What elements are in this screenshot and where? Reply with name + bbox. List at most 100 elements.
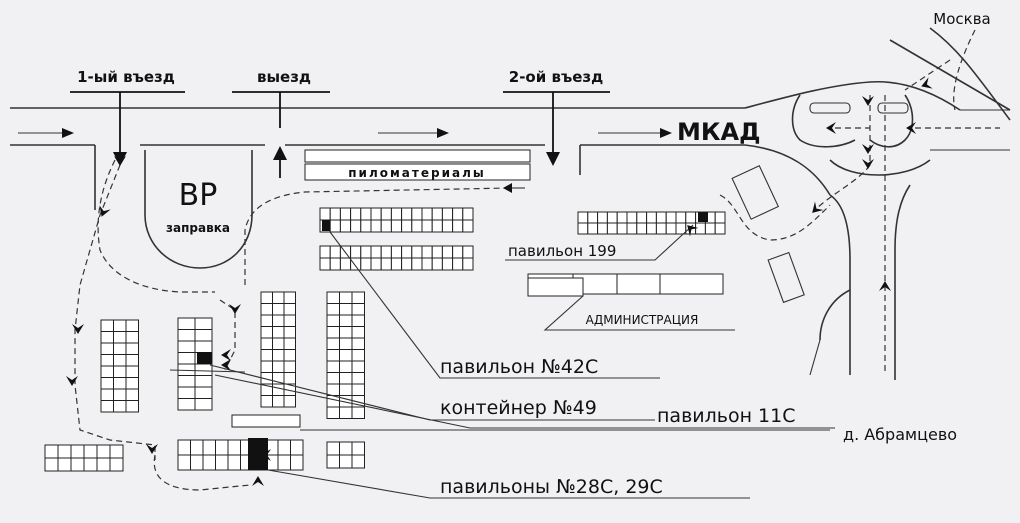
mkad-road	[10, 81, 871, 210]
pavilion-cell	[616, 222, 628, 235]
pavilion-cell	[125, 400, 139, 413]
pavilion-cell	[194, 329, 213, 342]
pavilion-cell	[351, 326, 365, 339]
pavilion-cell	[339, 349, 353, 362]
pavilion-cell	[339, 219, 352, 233]
pavilion-cell	[125, 319, 139, 332]
pavilion-199-marker[interactable]	[698, 212, 708, 222]
pavilion-cell	[227, 439, 241, 456]
pavilion-cell	[70, 444, 85, 459]
pavilion-cell	[329, 207, 341, 221]
pavilion-cell	[351, 291, 365, 304]
pavilion-42c-marker[interactable]	[322, 220, 330, 231]
pavilion-cell	[441, 207, 454, 221]
pavilion-cell	[431, 219, 443, 233]
pavilion-cell	[125, 365, 139, 378]
pavilion-row-bottom-b	[177, 439, 304, 471]
pavilion-cell	[177, 317, 196, 330]
pavilion-cell	[452, 207, 464, 221]
pavilion-cell	[329, 219, 341, 233]
pavilion-cell	[411, 257, 423, 271]
pavilion-cell	[100, 331, 114, 344]
pavilion-cell	[339, 326, 353, 339]
pavilion-cell	[441, 219, 454, 233]
pavilions-28c-29c-marker[interactable]	[248, 438, 268, 470]
chevron-icon	[879, 281, 891, 291]
chevron-icon	[229, 304, 241, 314]
pavilion-cell	[452, 245, 464, 259]
pavilion-cell	[695, 222, 706, 235]
pavilion-cell	[272, 314, 285, 327]
pavilion-cell	[100, 400, 114, 413]
pavilion-cell	[339, 360, 353, 373]
pavilion-cell	[597, 211, 608, 224]
pavilion-cell	[215, 439, 229, 456]
pavilion-cell	[283, 337, 296, 350]
pavilion-cell	[360, 245, 372, 259]
pavilion-cell	[83, 457, 98, 472]
pavilion-cell	[339, 441, 353, 456]
pavilion-cell	[339, 337, 353, 350]
pavilion-cell	[351, 349, 365, 362]
gas-station-label: заправка	[166, 221, 230, 235]
pavilion-cell	[655, 222, 667, 235]
pavilion-cell	[370, 257, 382, 271]
pavilion-cell	[272, 395, 285, 408]
pavilion-11c-marker[interactable]	[197, 352, 212, 364]
pavilion-cell	[431, 207, 443, 221]
pavilion-cell	[326, 372, 340, 385]
chevron-icon	[99, 205, 111, 217]
pavilion-cell	[675, 211, 687, 224]
pavilion-cell	[326, 454, 340, 469]
pavilion-cell	[260, 303, 273, 316]
chevron-icon	[826, 122, 836, 134]
chevron-icon	[146, 444, 158, 454]
pavilion-cell	[452, 219, 464, 233]
interchange	[731, 27, 1011, 380]
pavilion-cell	[360, 219, 372, 233]
pavilion-cell	[194, 340, 213, 353]
pavilions-28c-29c-label: павильоны №28С, 29С	[440, 476, 663, 498]
pavilion-cell	[177, 375, 196, 388]
pavilion-cell	[190, 439, 204, 456]
pavilion-cell	[227, 454, 241, 471]
pavilion-cell	[109, 457, 124, 472]
pavilion-cell	[215, 454, 229, 471]
pavilion-cell	[177, 386, 196, 399]
pavilion-cell	[260, 349, 273, 362]
moscow-label: Москва	[933, 10, 990, 28]
pavilion-cell	[326, 349, 340, 362]
pavilion-cell	[177, 439, 191, 456]
pavilion-cell	[177, 329, 196, 342]
pavilion-row-top-a	[319, 207, 474, 233]
chevron-icon	[862, 159, 874, 169]
chevron-icon	[812, 201, 824, 213]
pavilion-cell	[125, 342, 139, 355]
pavilion-cell	[401, 207, 413, 221]
pavilion-cell	[370, 219, 382, 233]
pavilion-cell	[462, 219, 474, 233]
pavilion-cell	[326, 360, 340, 373]
pavilion-cell	[606, 222, 618, 235]
pavilion-cell	[113, 400, 127, 413]
pavilion-cell	[421, 245, 433, 259]
pavilion-cell	[462, 207, 474, 221]
pavilion-cell	[57, 457, 72, 472]
pavilion-cell	[665, 222, 677, 235]
pavilion-cell	[655, 211, 667, 224]
bp-logo: BP	[179, 178, 218, 213]
pavilion-cell	[283, 372, 296, 385]
chevron-icon	[261, 449, 271, 461]
pavilion-cell	[587, 211, 599, 224]
entry-arrows	[18, 91, 672, 193]
pavilion-cell	[431, 257, 443, 271]
chevron-icon	[921, 77, 933, 89]
exit-label: выезд	[257, 68, 311, 86]
pavilion-cell	[351, 303, 365, 316]
administration-label: АДМИНИСТРАЦИЯ	[586, 313, 699, 327]
pavilion-cell	[194, 398, 213, 411]
pavilion-col-c	[260, 291, 296, 408]
chevron-icon	[687, 225, 699, 237]
chevron-markers	[66, 77, 933, 486]
